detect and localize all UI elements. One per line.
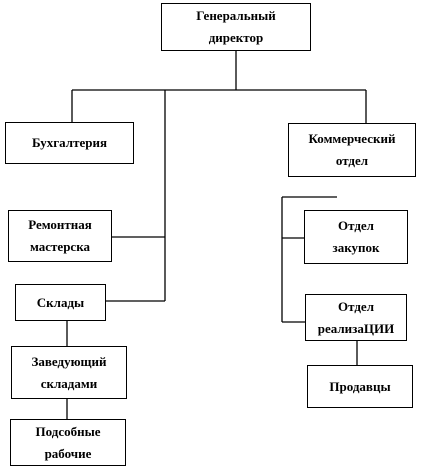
node-sellers: Продавцы <box>307 365 413 408</box>
node-repair-shop: Ремонтная мастерска <box>8 210 112 262</box>
node-label: Генеральный директор <box>196 8 276 45</box>
node-commercial-department: Коммерческий отдел <box>288 123 416 177</box>
node-label: Продавцы <box>329 378 391 394</box>
node-label: Подсобные рабочие <box>35 423 101 461</box>
node-label: Коммерческий отдел <box>308 131 396 168</box>
node-purchasing-department: Отдел закупок <box>304 210 408 264</box>
node-label: Отдел реализаЦИИ <box>317 298 395 336</box>
node-label: Склады <box>36 294 85 310</box>
node-label: Бухгалтерия <box>32 135 107 150</box>
node-auxiliary-workers: Подсобные рабочие <box>10 419 126 466</box>
node-label: Заведующий складами <box>31 353 107 391</box>
node-warehouses: Склады <box>15 284 106 321</box>
node-label: Отдел закупок <box>332 218 380 255</box>
node-general-director: Генеральный директор <box>161 3 311 51</box>
node-accounting: Бухгалтерия <box>5 122 134 164</box>
node-warehouse-manager: Заведующий складами <box>11 346 127 399</box>
node-sales-department: Отдел реализаЦИИ <box>305 294 407 341</box>
node-label: Ремонтная мастерска <box>28 217 92 254</box>
